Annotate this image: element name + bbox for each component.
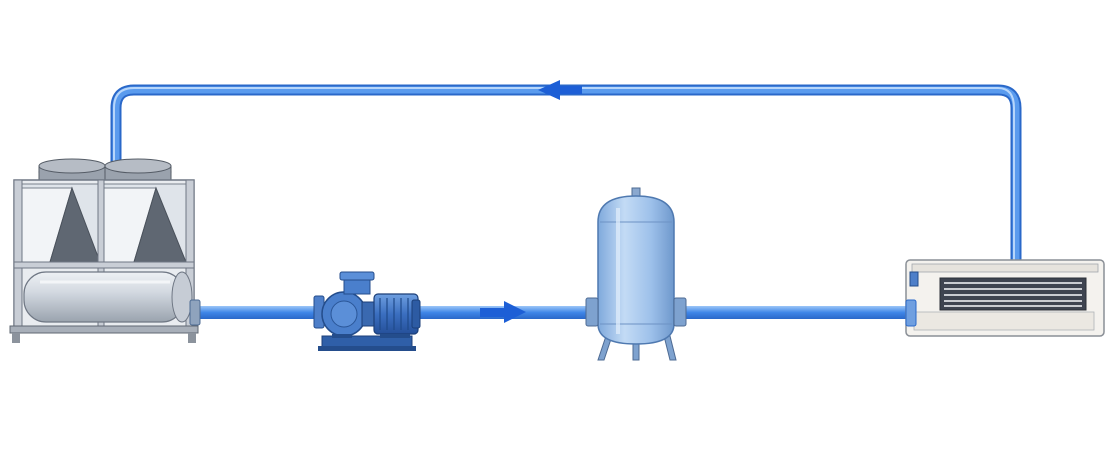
- return-pipe-highlight: [112, 86, 1020, 266]
- return-pipe-sheen: [113, 87, 1015, 262]
- supply-pipe-tank-fancoil: [682, 306, 908, 319]
- supply-pipe-chiller-pump: [196, 306, 320, 319]
- buffer-tank-icon: [585, 187, 687, 361]
- flow-arrow-return: [538, 80, 582, 100]
- centrifugal-pump-icon: [313, 271, 421, 351]
- air-cooled-chiller-icon: [9, 158, 201, 343]
- flow-arrow-supply: [480, 301, 526, 323]
- fan-coil-unit-icon: [905, 259, 1105, 337]
- pipe-network: [110, 84, 1022, 319]
- return-pipe: [110, 84, 1022, 268]
